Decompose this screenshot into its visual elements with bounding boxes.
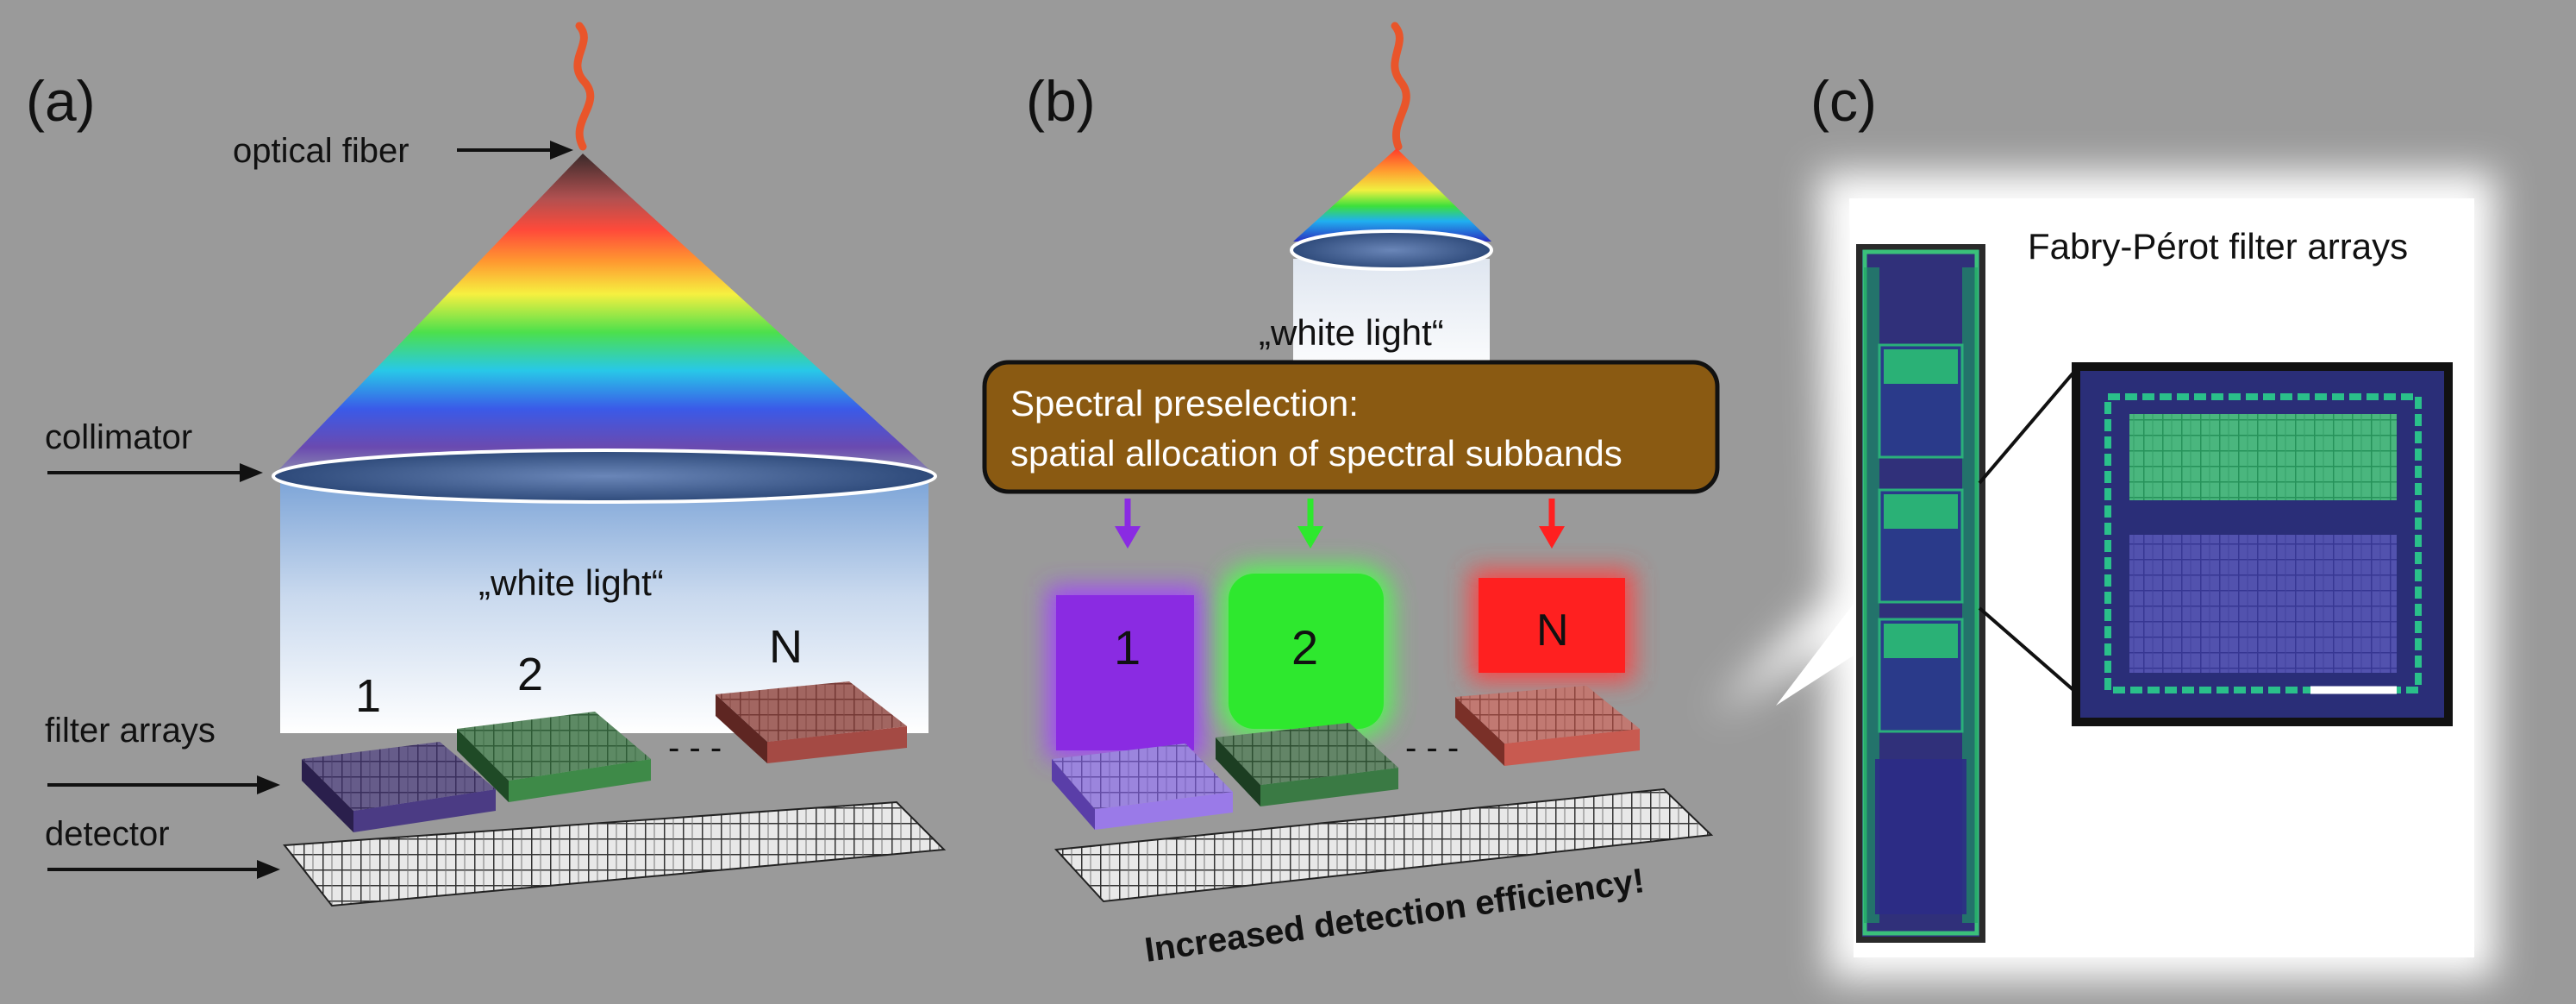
zoom-line-top (1978, 371, 2075, 485)
white-light-label-b: „white light“ (1259, 312, 1444, 353)
optical-fiber-arrowhead (550, 141, 573, 160)
filter-array-red-b (1455, 686, 1640, 766)
array-number-1-a: 1 (355, 670, 381, 722)
preselection-line-2: spatial allocation of spectral subbands (1010, 433, 1623, 474)
collimator-lens (272, 449, 937, 504)
filter-array-violet-a (302, 742, 496, 832)
zoom-filter-outline (2104, 393, 2422, 693)
subband-number-2: 2 (1291, 620, 1318, 675)
collimator-label: collimator (45, 418, 192, 456)
subband-red (1479, 578, 1625, 673)
zoom-green-grid (2129, 414, 2397, 500)
filter-array-green-b (1216, 723, 1398, 806)
arrow-red-head (1539, 526, 1565, 549)
preselection-box (982, 360, 1720, 494)
collimator-lens-b (1290, 229, 1493, 271)
subband-green (1229, 574, 1384, 729)
arrow-green-head (1297, 526, 1323, 549)
white-light-beam-b (1293, 259, 1490, 380)
detector-arrowhead (257, 860, 280, 879)
strip-filter-block-2 (1878, 488, 1964, 604)
collimator-arrowhead (240, 463, 263, 482)
subband-violet (1056, 595, 1194, 750)
filter-array-violet-b (1052, 744, 1233, 830)
preselection-line-1: Spectral preselection: (1010, 383, 1359, 424)
rainbow-cone-a (276, 154, 933, 473)
filter-array-red-a (716, 681, 907, 763)
filter-arrays-label: filter arrays (45, 712, 216, 750)
detector-label: detector (45, 815, 170, 853)
white-light-label-a: „white light“ (478, 562, 664, 603)
filter-arrays-arrowhead (257, 775, 280, 794)
rainbow-cone-b (1293, 148, 1491, 242)
strip-filter-block-1 (1878, 343, 1964, 459)
panel-a-label: (a) (26, 69, 96, 133)
filter-array-green-a (457, 712, 651, 802)
array-number-2-a: 2 (517, 649, 543, 700)
panel-c-label: (c) (1810, 69, 1877, 133)
optical-fiber-b (1391, 22, 1410, 151)
zoom-blue-grid (2129, 535, 2397, 673)
arrow-violet-head (1115, 526, 1141, 549)
strip-bottom-region (1875, 759, 1966, 914)
ellipsis-b: - - - (1405, 729, 1459, 767)
detector-a (283, 800, 947, 907)
fabry-perot-title: Fabry-Pérot filter arrays (2028, 226, 2408, 267)
detector-b (1054, 788, 1714, 903)
subband-number-1: 1 (1114, 620, 1141, 675)
zoom-line-bottom (1978, 606, 2075, 692)
optical-fiber-a (573, 22, 595, 151)
subband-number-n: N (1536, 606, 1569, 656)
optical-fiber-label: optical fiber (233, 132, 410, 170)
strip-filter-block-3 (1878, 618, 1964, 733)
ellipsis-a: - - - (668, 729, 722, 767)
panel-b-label: (b) (1026, 69, 1096, 133)
array-number-n-a: N (769, 621, 803, 673)
